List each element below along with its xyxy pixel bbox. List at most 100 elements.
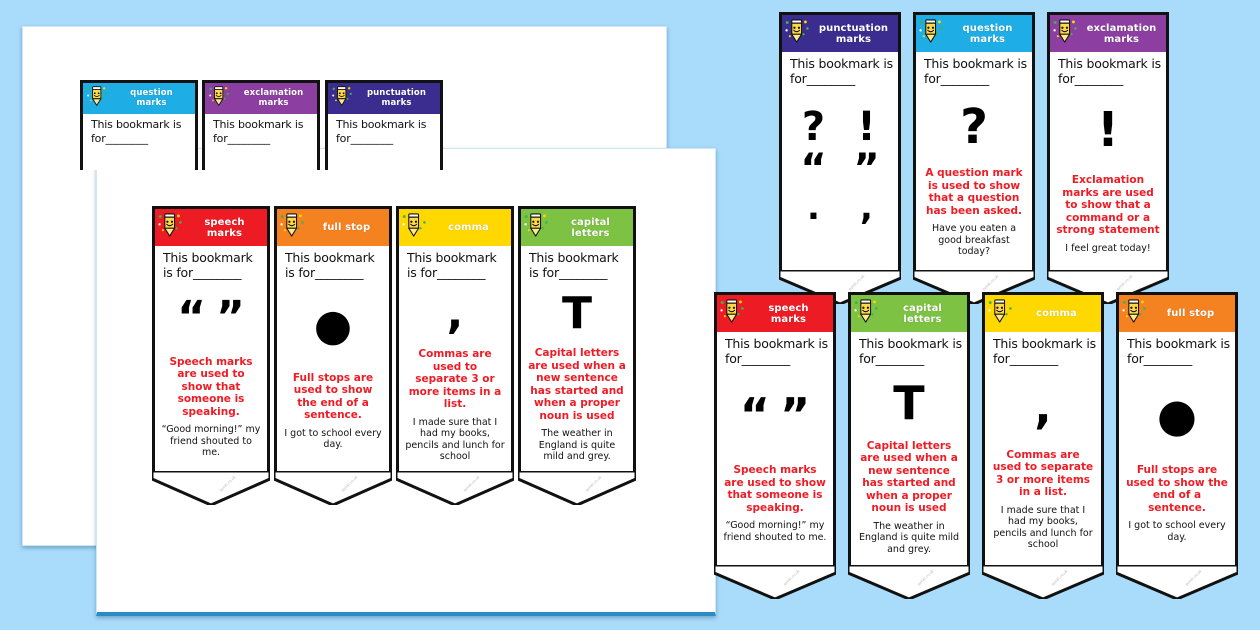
bookmark-rule-text: Exclamation marks are used to show that … (1056, 174, 1160, 236)
bookmark-tail (982, 565, 1104, 599)
bookmark-tail (1047, 270, 1169, 304)
bookmark-tail (518, 471, 636, 505)
bookmark-example-text: I feel great today! (1065, 242, 1151, 254)
pencil-mascot-icon (86, 85, 108, 112)
bookmark-body: This bookmark is for________ (328, 114, 440, 170)
bookmark-body: This bookmark is for________?!“”., (782, 52, 898, 270)
pencil-mascot-icon (1052, 18, 1078, 49)
bookmark-rule-text: Full stops are used to show the end of a… (292, 371, 374, 422)
bookmark-body: This bookmark is for________“”Speech mar… (717, 332, 833, 565)
glyph-area: ? (921, 97, 1027, 157)
bookmark-header: comma (399, 209, 511, 246)
pencil-mascot-icon (987, 298, 1013, 329)
punctuation-glyph: , (860, 188, 873, 229)
bookmark-tail (714, 565, 836, 599)
punctuation-glyph: . (807, 188, 820, 229)
glyph-area: T (856, 374, 962, 432)
bookmark-rule-text: A question mark is used to show that a q… (925, 167, 1023, 217)
bookmark-prompt: This bookmark is for________ (1058, 56, 1161, 86)
pencil-mascot-icon (157, 212, 183, 243)
bookmark-body: This bookmark is for________“”Speech mar… (155, 246, 267, 471)
bookmark-prompt: This bookmark is for________ (336, 118, 427, 145)
glyph-area: ● (1124, 386, 1230, 444)
pencil-mascot-icon (918, 18, 944, 49)
bookmark-tail (913, 270, 1035, 304)
pencil-mascot-icon (401, 212, 427, 243)
glyph-area: ! (1055, 100, 1161, 160)
punctuation-glyph: ! (857, 104, 876, 151)
punctuation-glyph: ! (1097, 102, 1119, 158)
bookmark-body: This bookmark is for________ ● Full stops … (1119, 332, 1235, 565)
glyph-area: T (526, 286, 628, 341)
pencil-mascot-icon (279, 212, 305, 243)
glyph-area: “” (722, 386, 828, 444)
bookmark-example-text: I got to school every day. (284, 427, 382, 451)
bookmark-tail (274, 471, 392, 505)
bookmark-category-label: full stop (1166, 308, 1215, 319)
bookmark-prompt: This bookmark is for________ (91, 118, 182, 145)
bookmark-prompt: This bookmark is for________ (993, 336, 1096, 366)
bookmark-category-label: comma (1036, 308, 1077, 319)
punctuation-glyph: ? (801, 104, 826, 151)
pencil-mascot-icon (523, 212, 549, 243)
bookmark-example-text: Have you eaten a good breakfast today? (931, 223, 1017, 257)
bookmark-body: This bookmark is for________,Commas are … (985, 332, 1101, 565)
punctuation-glyph: ● (313, 299, 353, 351)
bookmark-header: comma (985, 295, 1101, 332)
bookmark-prompt: This bookmark is for________ (790, 56, 893, 86)
bookmark-example-text: The weather in England is quite mild and… (858, 520, 960, 555)
bookmark-tail (1116, 565, 1238, 599)
pencil-mascot-icon (1121, 298, 1147, 329)
pencil-mascot-icon (331, 85, 353, 112)
bookmark-rule-text: Full stops are used to show the end of a… (1126, 464, 1228, 514)
bookmark-prompt: This bookmark is for________ (1127, 336, 1230, 366)
bookmark-body: This bookmark is for________ (205, 114, 317, 170)
bookmark-example-text: I made sure that I had my books, pencils… (405, 416, 505, 463)
bookmark-body: This bookmark is for________! Exclamation… (1050, 52, 1166, 270)
punctuation-glyph: “ (177, 291, 206, 343)
bookmark-tail (396, 471, 514, 505)
punctuation-glyph: ? (960, 98, 988, 155)
bookmark-rule-text: Capital letters are used when a new sent… (860, 439, 958, 515)
bookmark-prompt: This bookmark is for________ (407, 250, 497, 280)
bookmark-body: This bookmark is for________●Full stops … (277, 246, 389, 471)
bookmark-example-text: “Good morning!” my friend shouted to me. (723, 520, 827, 543)
bookmark-rule-text: Commas are used to separate 3 or more it… (408, 348, 502, 410)
bookmark-example-text: I made sure that I had my books, pencils… (993, 504, 1093, 551)
glyph-area: “” (160, 290, 262, 345)
bookmark-example-text: “Good morning!” my friend shouted to me. (161, 424, 261, 459)
bookmark-prompt: This bookmark is for________ (529, 250, 619, 280)
punctuation-glyph: T (893, 375, 925, 430)
glyph-area: ● (282, 298, 384, 353)
bookmark-body: This bookmark is for________,Commas are … (399, 246, 511, 471)
bookmark-tail (152, 471, 270, 505)
